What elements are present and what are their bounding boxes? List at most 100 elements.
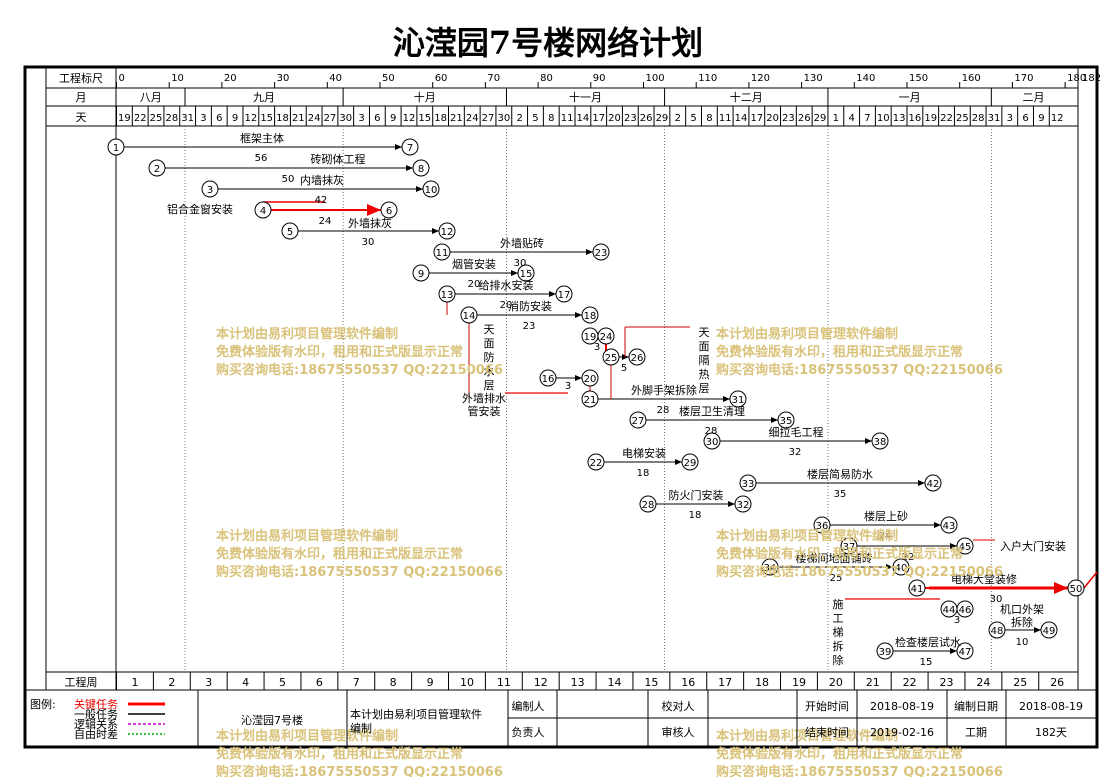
scale-tick-label: 110 xyxy=(698,73,717,84)
day-label-cell: 6 xyxy=(374,113,380,124)
event-node[interactable]: 18 xyxy=(581,306,599,324)
event-node-number: 2 xyxy=(154,164,160,175)
event-node-number: 35 xyxy=(780,416,793,427)
event-node[interactable]: 1 xyxy=(107,138,125,156)
event-node[interactable]: 45 xyxy=(956,537,974,555)
event-node[interactable]: 3 xyxy=(201,180,219,198)
day-label-cell: 3 xyxy=(358,113,364,124)
event-node-number: 11 xyxy=(436,248,449,259)
event-node[interactable]: 16 xyxy=(539,369,557,387)
page-title: 沁滢园7号楼网络计划 xyxy=(393,24,703,62)
event-node[interactable]: 41 xyxy=(908,579,926,597)
event-node[interactable]: 9 xyxy=(412,264,430,282)
event-node[interactable]: 8 xyxy=(412,159,430,177)
event-node[interactable]: 7 xyxy=(401,138,419,156)
event-node-number: 27 xyxy=(632,416,645,427)
task-name: 砖砌体工程 xyxy=(311,152,366,166)
event-node[interactable]: 13 xyxy=(438,285,456,303)
event-node[interactable]: 24 xyxy=(597,327,615,345)
event-node-number: 34 xyxy=(764,563,777,574)
event-node[interactable]: 33 xyxy=(739,474,757,492)
event-node[interactable]: 14 xyxy=(460,306,478,324)
month-label-cell: 十二月 xyxy=(730,90,763,104)
event-node[interactable]: 30 xyxy=(703,432,721,450)
event-node[interactable]: 36 xyxy=(813,516,831,534)
task-name: 层 xyxy=(484,379,495,392)
event-node[interactable]: 2 xyxy=(148,159,166,177)
event-node-circle xyxy=(988,621,1006,639)
event-node-circle xyxy=(876,642,894,660)
event-node-circle xyxy=(401,138,419,156)
task-duration: 42 xyxy=(315,195,328,206)
week-number: 21 xyxy=(866,676,880,689)
day-label-cell: 31 xyxy=(988,113,1001,124)
event-node[interactable]: 46 xyxy=(956,600,974,618)
week-number: 5 xyxy=(279,676,286,689)
event-node[interactable]: 31 xyxy=(729,390,747,408)
event-node-circle xyxy=(107,138,125,156)
event-node[interactable]: 29 xyxy=(681,453,699,471)
event-node[interactable]: 26 xyxy=(628,348,646,366)
event-node[interactable]: 10 xyxy=(422,180,440,198)
day-label-cell: 21 xyxy=(292,113,305,124)
auditor-label: 审核人 xyxy=(662,725,695,739)
event-node[interactable]: 21 xyxy=(581,390,599,408)
event-node[interactable]: 4 xyxy=(254,201,272,219)
task-duration: 3 xyxy=(565,381,571,392)
event-node[interactable]: 40 xyxy=(892,558,910,576)
scale-tick-label: 10 xyxy=(171,73,184,84)
event-node[interactable]: 20 xyxy=(581,369,599,387)
event-node-number: 36 xyxy=(816,521,829,532)
event-node-circle xyxy=(380,201,398,219)
event-node[interactable]: 11 xyxy=(433,243,451,261)
event-node[interactable]: 39 xyxy=(876,642,894,660)
event-node[interactable]: 5 xyxy=(281,222,299,240)
event-node-circle xyxy=(587,453,605,471)
event-node[interactable]: 17 xyxy=(555,285,573,303)
event-node-number: 18 xyxy=(584,311,597,322)
event-node[interactable]: 27 xyxy=(629,411,647,429)
week-number: 10 xyxy=(460,676,474,689)
responsible-label: 负责人 xyxy=(512,725,545,739)
event-node[interactable]: 15 xyxy=(517,264,535,282)
event-node[interactable]: 35 xyxy=(777,411,795,429)
event-node[interactable]: 12 xyxy=(438,222,456,240)
event-node[interactable]: 22 xyxy=(587,453,605,471)
scale-tick-label: 20 xyxy=(224,73,237,84)
event-node-circle xyxy=(602,348,620,366)
event-node[interactable]: 49 xyxy=(1040,621,1058,639)
event-node-number: 47 xyxy=(959,647,972,658)
event-node[interactable]: 48 xyxy=(988,621,1006,639)
event-node[interactable]: 23 xyxy=(592,243,610,261)
event-node[interactable]: 34 xyxy=(761,558,779,576)
week-number: 2 xyxy=(168,676,175,689)
week-number: 13 xyxy=(571,676,585,689)
month-label-cell: 十一月 xyxy=(569,90,602,104)
event-node-circle xyxy=(729,390,747,408)
event-node[interactable]: 32 xyxy=(734,495,752,513)
event-node[interactable]: 47 xyxy=(956,642,974,660)
event-node[interactable]: 43 xyxy=(940,516,958,534)
event-node[interactable]: 6 xyxy=(380,201,398,219)
event-node[interactable]: 50 xyxy=(1067,579,1085,597)
day-label-cell: 12 xyxy=(403,113,416,124)
event-node[interactable]: 42 xyxy=(924,474,942,492)
scale-tick-label: 50 xyxy=(382,73,395,84)
event-node[interactable]: 38 xyxy=(871,432,889,450)
task-duration: 30 xyxy=(514,258,527,269)
reviewer-label: 校对人 xyxy=(662,699,695,713)
event-node-circle xyxy=(412,264,430,282)
event-node-number: 43 xyxy=(943,521,956,532)
critical-path xyxy=(1083,571,1098,589)
day-label-cell: 30 xyxy=(339,113,352,124)
event-node[interactable]: 37 xyxy=(840,537,858,555)
day-label-cell: 1 xyxy=(833,113,839,124)
event-node-number: 39 xyxy=(879,647,892,658)
event-node-circle xyxy=(281,222,299,240)
event-node[interactable]: 28 xyxy=(639,495,657,513)
event-node-number: 21 xyxy=(584,395,597,406)
event-node[interactable]: 25 xyxy=(602,348,620,366)
duration-value: 182天 xyxy=(1035,726,1067,739)
day-label-cell: 18 xyxy=(276,113,289,124)
